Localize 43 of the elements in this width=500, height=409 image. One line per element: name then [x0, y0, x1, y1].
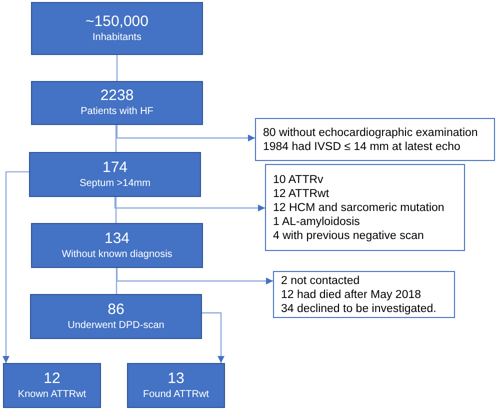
note-line: 2 not contacted: [281, 274, 361, 288]
count-text: 86: [108, 300, 124, 318]
note-line: 1984 had IVSD ≤ 14 mm at latest echo: [263, 140, 462, 154]
count-text: ~150,000: [86, 12, 148, 30]
note-line: 10 ATTRv: [273, 172, 324, 186]
connector-line: [116, 268, 118, 294]
box-label: Found ATTRwt: [143, 388, 209, 402]
process-box: [31, 81, 203, 125]
arrow: [116, 125, 255, 142]
box-label: Known ATTRwt: [18, 388, 86, 402]
note-line: 34 declined to be investigated.: [281, 302, 438, 316]
arrow: [116, 268, 273, 284]
note-line: 12 HCM and sarcomeric mutation: [273, 200, 446, 214]
count-text: 12: [44, 370, 60, 388]
note-line: 4 with previous negative scan: [273, 228, 425, 242]
box-label: Patients with HF: [80, 105, 154, 119]
connector-line: [116, 55, 118, 81]
count-text: 134: [104, 230, 130, 248]
process-box: [3, 363, 101, 408]
connector-line: [115, 125, 117, 152]
box-label: Inhabitants: [92, 30, 142, 44]
process-box: [30, 294, 202, 339]
note-box: [255, 118, 495, 161]
count-text: 174: [102, 158, 128, 176]
arrow: [202, 312, 224, 363]
note-box: [265, 164, 465, 251]
box-label: Underwent DPD-scan: [68, 318, 164, 332]
process-box: [127, 363, 225, 408]
note-line: 80 without echocardiographic examination: [263, 126, 479, 140]
arrow: [114, 197, 265, 212]
process-box: [29, 152, 201, 197]
note-line: 12 ATTRwt: [273, 186, 330, 200]
note-box: [273, 271, 455, 318]
connector-line: [115, 197, 117, 223]
note-line: 1 AL-amyloidosis: [273, 214, 361, 228]
process-box: [31, 223, 203, 268]
box-label: Septum >14mm: [80, 176, 150, 190]
note-line: 12 had died after May 2018: [281, 288, 422, 302]
arrow: [2, 171, 29, 363]
process-box: [31, 2, 203, 55]
count-text: 13: [168, 370, 184, 388]
box-label: Without known diagnosis: [62, 248, 172, 262]
count-text: 2238: [100, 87, 134, 105]
